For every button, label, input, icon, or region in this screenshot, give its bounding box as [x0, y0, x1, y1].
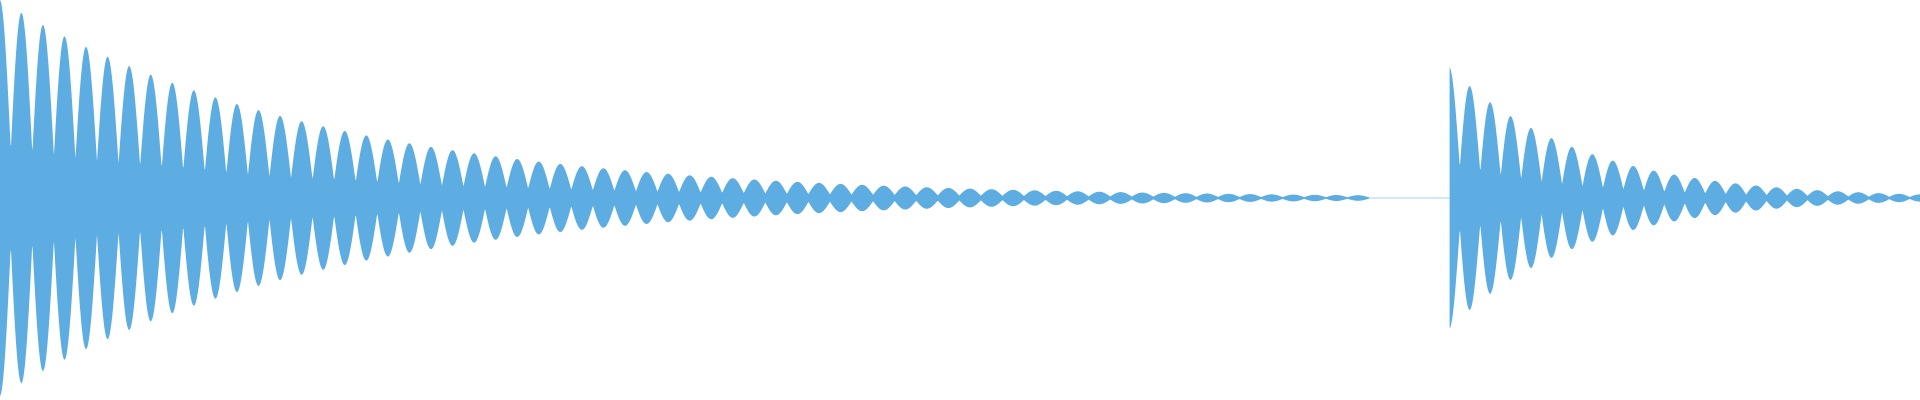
waveform-second-decay	[1449, 67, 1920, 329]
waveform-first-decay	[0, 0, 1369, 396]
